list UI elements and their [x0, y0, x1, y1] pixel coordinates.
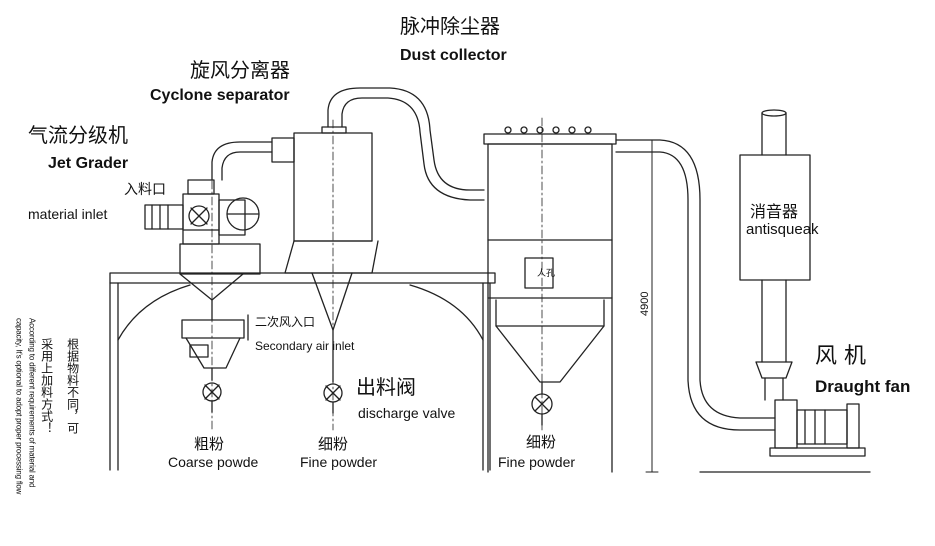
cyclone-cn-label: 旋风分离器	[190, 58, 290, 82]
side-note-cn-col2: 采用上加料方式！	[39, 338, 54, 434]
side-note-en-col1: According to different requirements of m…	[27, 318, 37, 488]
antisqueak-en-label: antisqueak	[746, 221, 819, 238]
manhole-label: 人孔	[537, 268, 555, 279]
pulse-dust-collector	[483, 126, 776, 473]
fan-cn-label: 风 机	[815, 344, 866, 369]
fine-powder-1-en-label: Fine powder	[300, 454, 377, 470]
secondary-air-en-label: Secondary air inlet	[255, 339, 355, 353]
jet-grader-cn-label: 气流分级机	[28, 123, 128, 147]
dust-collector-cn-label: 脉冲除尘器	[400, 14, 500, 38]
silencer-stack	[739, 109, 811, 401]
coarse-powder-en-label: Coarse powde	[168, 454, 258, 470]
material-inlet-en-label: material inlet	[28, 206, 107, 222]
fine-powder-2-cn-label: 细粉	[526, 433, 556, 451]
jet-grader	[144, 141, 273, 321]
side-note-en-col2: capacity, It's optional to adopt proper …	[14, 318, 24, 495]
height-dimension	[645, 139, 659, 473]
cyclone-separator	[271, 87, 485, 414]
support-frame	[109, 272, 496, 471]
dust-collector-en-label: Dust collector	[400, 47, 507, 64]
jet-grader-en-label: Jet Grader	[48, 155, 128, 172]
draught-fan	[699, 399, 871, 473]
cyclone-en-label: Cyclone separator	[150, 87, 290, 104]
coarse-powder-cn-label: 粗粉	[194, 435, 224, 453]
discharge-valve-en-label: discharge valve	[358, 405, 455, 421]
height-dimension-label: 4900	[639, 292, 651, 316]
side-note-cn-col1: 根据物料不同，可	[65, 338, 80, 434]
coarse-hopper	[181, 314, 249, 413]
fan-en-label: Draught fan	[815, 377, 910, 396]
fine-powder-2-en-label: Fine powder	[498, 454, 575, 470]
fine-powder-1-cn-label: 细粉	[318, 435, 348, 453]
discharge-valve-cn-label: 出料阀	[356, 375, 416, 399]
secondary-air-cn-label: 二次风入口	[255, 315, 315, 329]
antisqueak-cn-label: 消音器	[750, 202, 798, 221]
material-inlet-cn-label: 入料口	[124, 182, 166, 198]
